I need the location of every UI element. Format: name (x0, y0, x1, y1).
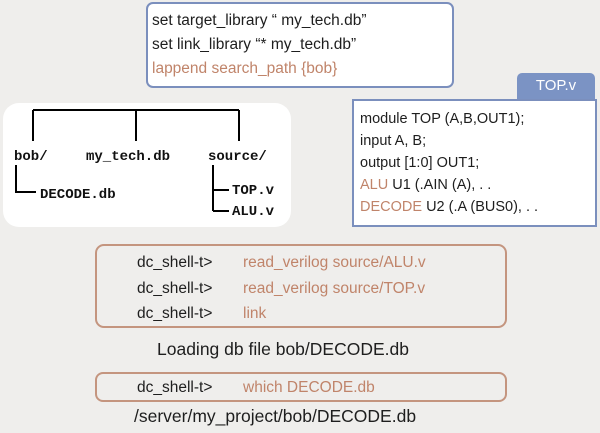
shell-command-read-alu: read_verilog source/ALU.v (243, 254, 426, 271)
code-line-input: input A, B; (360, 133, 427, 149)
decode-instance-rest: U2 (.A (BUS0), . . (422, 199, 539, 215)
shell-prompt: dc_shell-t> (137, 379, 213, 396)
code-line-output: output [1:0] OUT1; (360, 155, 480, 171)
code-line-decode-instance: DECODE U2 (.A (BUS0), . . (360, 196, 595, 218)
synthesis-script-box: set target_library “ my_tech.db” set lin… (146, 2, 454, 88)
top-v-tab: TOP.v (517, 73, 595, 99)
top-v-source-panel: module TOP (A,B,OUT1); input A, B; outpu… (352, 99, 597, 227)
tree-file-my-tech-db: my_tech.db (86, 149, 171, 165)
shell-command-row: dc_shell-t> link (137, 301, 505, 327)
tree-dir-source: source/ (208, 149, 267, 165)
tree-file-decode-db: DECODE.db (40, 187, 116, 203)
set-link-library-line: set link_library “* my_tech.db” (152, 36, 357, 53)
lappend-search-path-line: lappend search_path {bob} (152, 60, 338, 77)
shell-command-read-top: read_verilog source/TOP.v (243, 279, 426, 297)
alu-instance-rest: U1 (.AIN (A), . . (388, 177, 492, 193)
shell-command-which: which DECODE.db (243, 379, 375, 396)
alu-keyword: ALU (360, 177, 389, 193)
shell-command-row: dc_shell-t> read_verilog source/ALU.v (137, 250, 505, 276)
shell-prompt: dc_shell-t> (137, 305, 213, 322)
shell-command-row: dc_shell-t> which DECODE.db (137, 377, 505, 399)
shell-prompt: dc_shell-t> (137, 254, 213, 271)
code-line-alu-instance: ALU U1 (.AIN (A), . . (360, 174, 595, 196)
dc-shell-commands-box: dc_shell-t> read_verilog source/ALU.v dc_… (95, 244, 507, 328)
shell-prompt: dc_shell-t> (137, 279, 213, 297)
loading-db-message: Loading db file bob/DECODE.db (157, 339, 409, 359)
shell-command-link: link (243, 305, 267, 322)
decode-keyword: DECODE (360, 199, 423, 215)
shell-command-row: dc_shell-t> read_verilog source/TOP.v (137, 276, 505, 302)
set-target-library-line: set target_library “ my_tech.db” (152, 12, 367, 29)
directory-tree-panel: bob/ my_tech.db source/ DECODE.db TOP.v … (3, 103, 291, 227)
dc-shell-which-box: dc_shell-t> which DECODE.db (95, 372, 507, 402)
code-line-module: module TOP (A,B,OUT1); (360, 111, 525, 127)
which-result-path: /server/my_project/bob/DECODE.db (134, 406, 417, 426)
tree-dir-bob: bob/ (14, 149, 48, 165)
tree-file-alu-v: ALU.v (232, 204, 275, 220)
tree-file-top-v: TOP.v (232, 183, 275, 199)
tree-connector-lines (15, 109, 240, 212)
